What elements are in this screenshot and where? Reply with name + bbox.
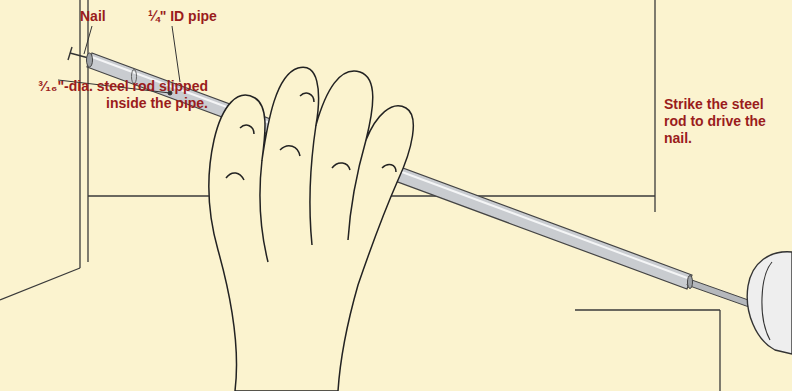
- part-label: ³⁄₁₆"-dia. steel rod slipped inside the …: [2, 78, 208, 112]
- cabinet-walls: [0, 0, 720, 391]
- part-label: ¼" ID pipe: [148, 8, 258, 25]
- part-label: Nail: [80, 8, 140, 25]
- hammer-head: [747, 252, 792, 354]
- instruction-note: Strike the steel rod to drive the nail.: [664, 96, 790, 147]
- hand: [209, 67, 414, 391]
